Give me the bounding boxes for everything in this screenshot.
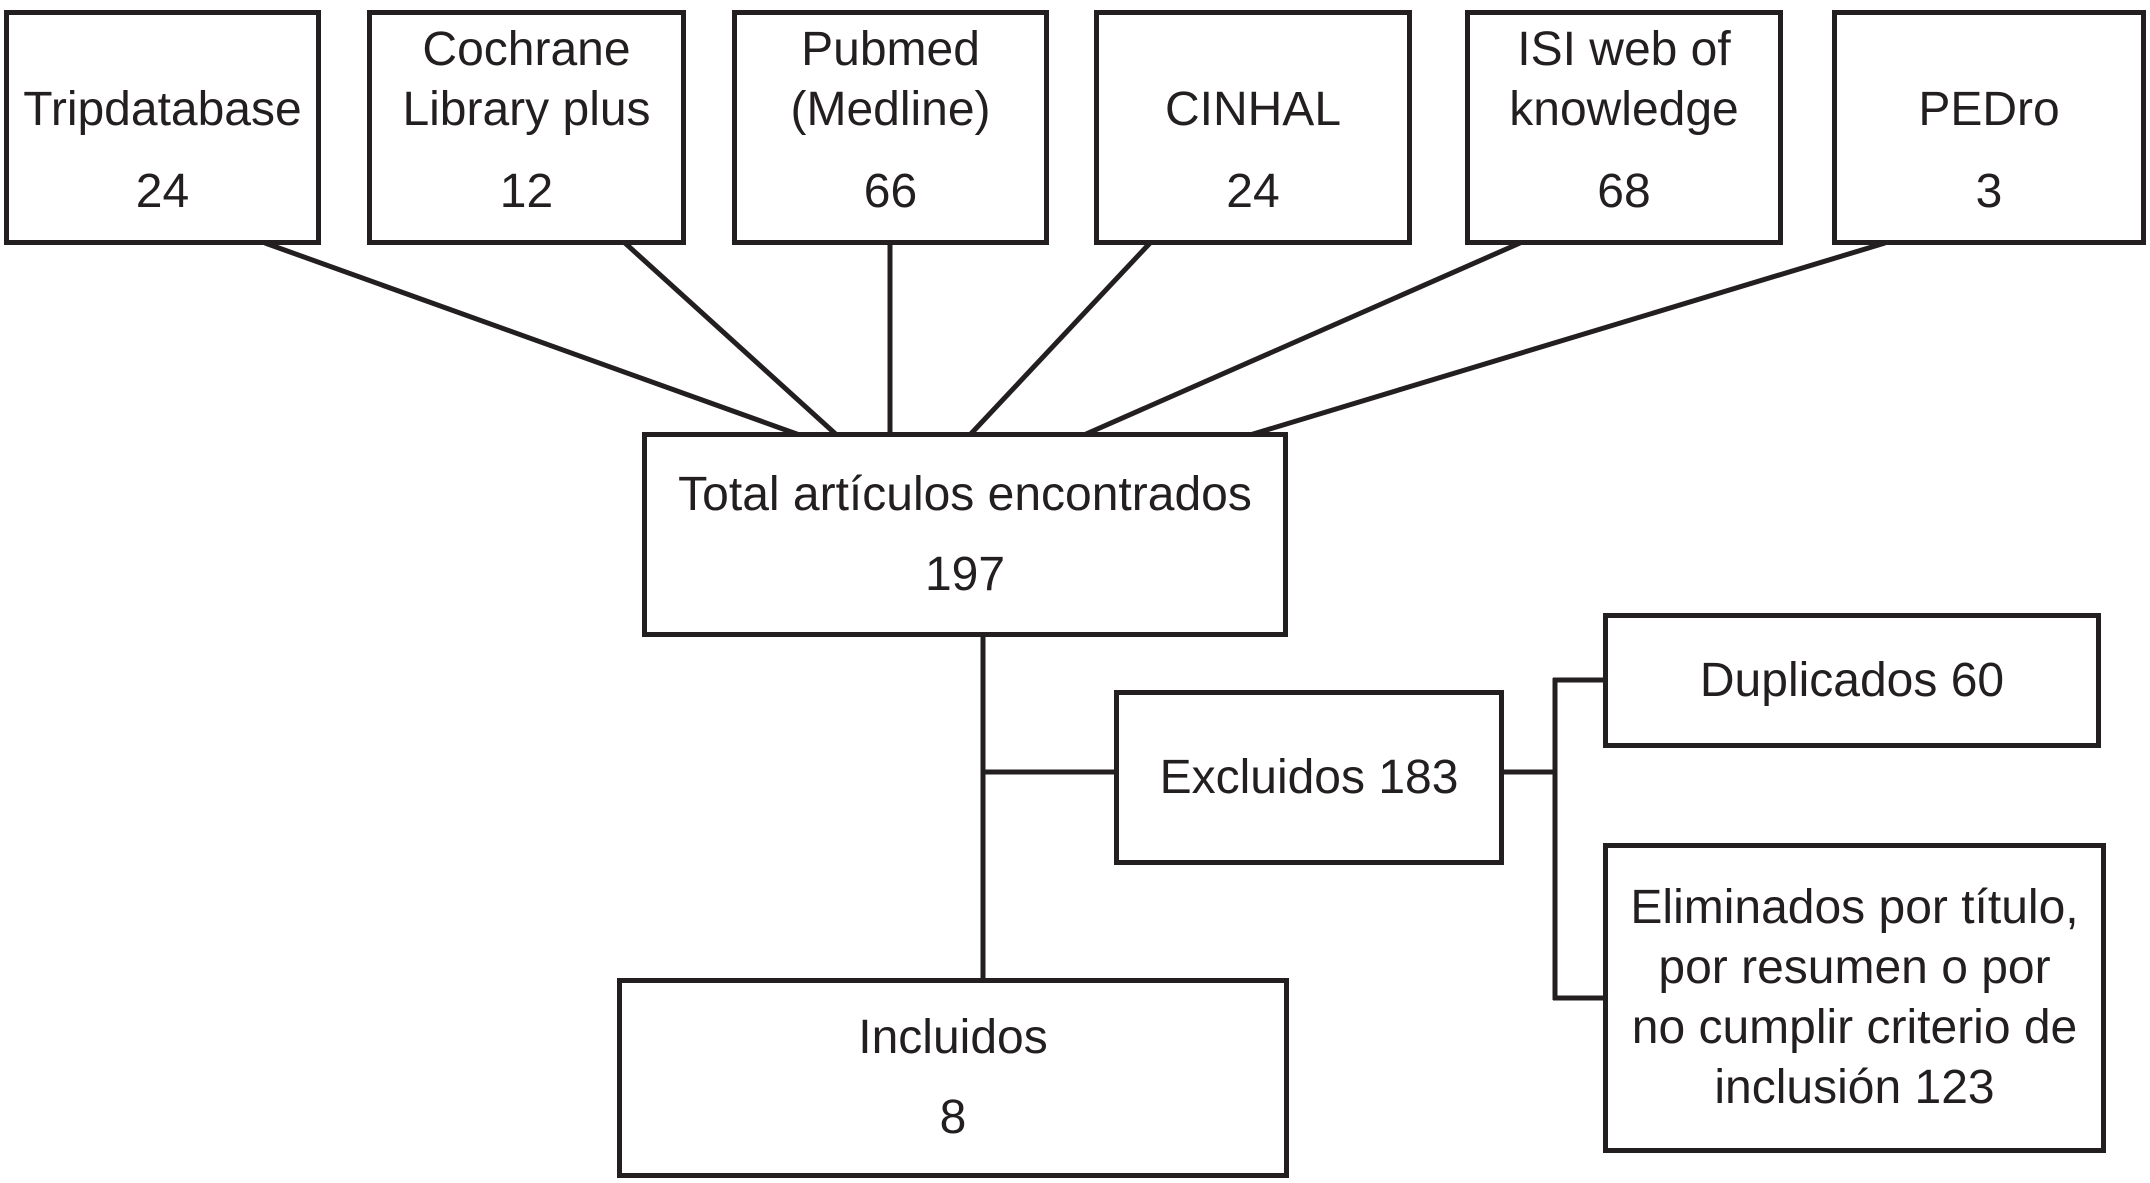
source-count: 24 [135, 165, 190, 218]
included-count: 8 [939, 1091, 967, 1144]
source-name: Cochrane Library plus [402, 23, 651, 136]
source-count: 24 [1226, 165, 1280, 218]
fan-line-cinhal [965, 241, 1152, 440]
total-count: 197 [924, 547, 1006, 601]
source-box-tripdatabase: Tripdatabase 24 [4, 10, 321, 245]
total-label: Total artículos encontrados [678, 467, 1252, 521]
fan-line-cochrane [623, 241, 842, 440]
excluded-label: Excluidos 183 [1159, 750, 1459, 804]
excluded-box: Excluidos 183 [1114, 690, 1504, 865]
source-box-cinhal: CINHAL 24 [1094, 10, 1412, 245]
source-box-pubmed: Pubmed (Medline) 66 [732, 10, 1049, 245]
included-box: Incluidos 8 [617, 978, 1289, 1178]
duplicates-label: Duplicados 60 [1699, 653, 2005, 707]
source-name: PEDro [1918, 83, 2060, 136]
source-name: Tripdatabase [23, 83, 302, 136]
source-name: ISI web of knowledge [1509, 23, 1739, 136]
source-box-pedro: PEDro 3 [1832, 10, 2146, 245]
total-box: Total artículos encontrados 197 [642, 432, 1288, 637]
fan-line-tripdatabase [264, 240, 809, 441]
source-box-cochrane: Cochrane Library plus 12 [367, 10, 686, 245]
source-count: 3 [1975, 165, 2003, 218]
duplicates-box: Duplicados 60 [1603, 613, 2101, 748]
source-count: 12 [499, 165, 554, 218]
fan-line-pedro [1239, 240, 1886, 441]
source-count: 66 [863, 165, 918, 218]
eliminated-label: Eliminados por título, por resumen o por… [1630, 881, 2079, 1114]
source-box-isi: ISI web of knowledge 68 [1465, 10, 1783, 245]
source-name: Pubmed (Medline) [790, 23, 991, 136]
included-label: Incluidos [858, 1011, 1048, 1064]
source-count: 68 [1597, 165, 1651, 218]
fan-line-isi [1075, 240, 1522, 441]
source-name: CINHAL [1164, 83, 1342, 136]
eliminated-box: Eliminados por título, por resumen o por… [1603, 843, 2106, 1153]
